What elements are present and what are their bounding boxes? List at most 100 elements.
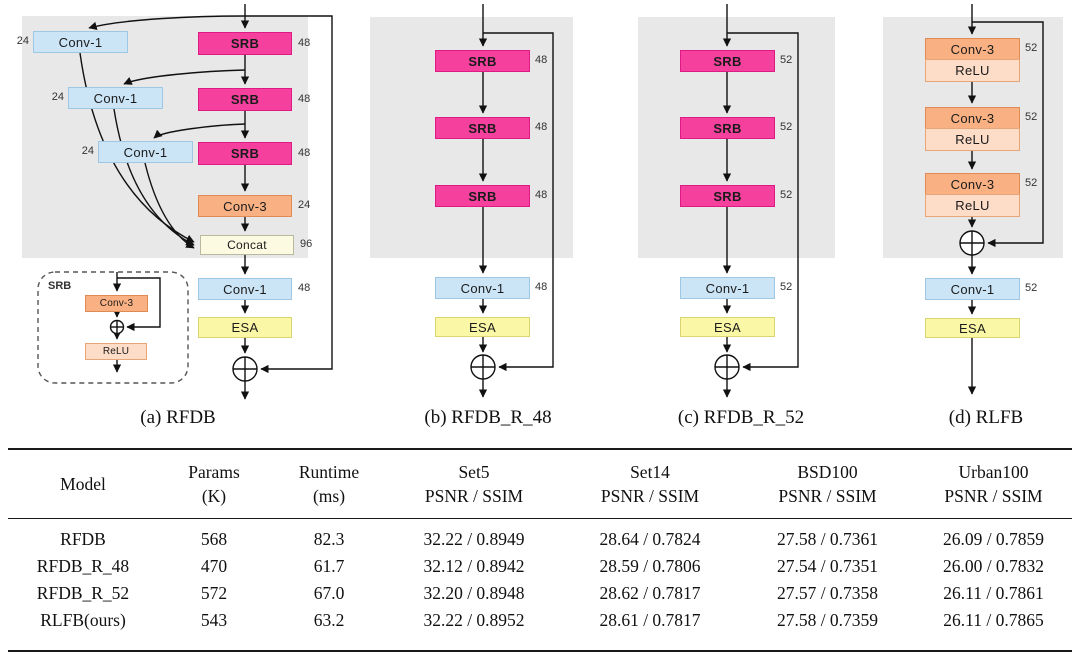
- cell-set14: 28.59 / 0.7806: [599, 556, 701, 576]
- conv1-block: Conv-1: [680, 277, 775, 299]
- header-text: PSNR / SSIM: [424, 485, 524, 506]
- channel-label: 52: [780, 121, 793, 133]
- conv1-block: Conv-1: [198, 278, 292, 300]
- channel-label: 52: [1025, 42, 1038, 54]
- cell-model: RFDB: [60, 529, 106, 549]
- add-operator-icon: [232, 356, 258, 382]
- channel-label: 52: [780, 189, 793, 201]
- table-row: RLFB(ours) 543 63.2 32.22 / 0.8952 28.61…: [8, 607, 1072, 651]
- header-text: Set14: [630, 461, 670, 482]
- channel-label: 48: [298, 282, 311, 294]
- conv1-block: Conv-1: [33, 31, 128, 53]
- wires-layer: [22, 4, 1063, 400]
- channel-label: 48: [298, 93, 311, 105]
- table-row: RFDB 568 82.3 32.22 / 0.8949 28.64 / 0.7…: [8, 519, 1072, 554]
- channel-label: 48: [298, 147, 311, 159]
- header-text: PSNR / SSIM: [944, 485, 1043, 506]
- conv1-block: Conv-1: [98, 141, 193, 163]
- panel-b-wires: [470, 4, 554, 398]
- channel-label: 48: [535, 189, 548, 201]
- cell-runtime: 82.3: [313, 529, 345, 549]
- channel-label: 52: [780, 281, 793, 293]
- conv3-block: Conv-3: [925, 107, 1020, 129]
- header-text: Params: [188, 461, 240, 482]
- header-text: Urban100: [958, 461, 1029, 482]
- srb-block: SRB: [198, 142, 292, 165]
- header-params: Params (K): [158, 449, 270, 519]
- cell-urban100: 26.11 / 0.7861: [943, 583, 1044, 603]
- panel-a-caption: (a) RFDB: [140, 407, 216, 428]
- cell-set14: 28.62 / 0.7817: [599, 583, 701, 603]
- panel-a-wires: [37, 4, 333, 400]
- cell-params: 543: [200, 610, 228, 630]
- add-operator-icon: [714, 354, 740, 380]
- cell-params: 470: [200, 556, 228, 576]
- cell-set14: 28.61 / 0.7817: [599, 610, 701, 630]
- relu-block: ReLU: [85, 343, 147, 360]
- channel-label: 52: [1025, 111, 1038, 123]
- cell-set5: 32.20 / 0.8948: [423, 583, 525, 603]
- cell-model: RFDB_R_48: [36, 556, 130, 576]
- cell-runtime: 67.0: [313, 583, 345, 603]
- srb-block: SRB: [435, 117, 530, 139]
- channel-label: 52: [1025, 177, 1038, 189]
- srb-block: SRB: [435, 185, 530, 207]
- conv1-block: Conv-1: [68, 87, 163, 109]
- header-text: Runtime: [298, 461, 360, 482]
- esa-block: ESA: [435, 317, 530, 337]
- cell-set14: 28.64 / 0.7824: [599, 529, 701, 549]
- channel-label: 24: [16, 35, 29, 47]
- srb-block: SRB: [680, 50, 775, 72]
- cell-urban100: 26.00 / 0.7832: [942, 556, 1045, 576]
- header-text: (K): [201, 485, 227, 506]
- panel-d-caption: (d) RLFB: [948, 407, 1024, 428]
- header-model: Model: [8, 449, 158, 519]
- srb-inset-outline: [37, 271, 189, 384]
- esa-block: ESA: [925, 318, 1020, 338]
- srb-block: SRB: [435, 50, 530, 72]
- cell-model: RFDB_R_52: [36, 583, 130, 603]
- srb-block: SRB: [198, 88, 292, 111]
- header-text: BSD100: [797, 461, 858, 482]
- panel-c-caption: (c) RFDB_R_52: [677, 407, 805, 428]
- channel-label: 24: [298, 199, 311, 211]
- panel-c-wires: [714, 4, 799, 398]
- relu-block: ReLU: [925, 128, 1020, 151]
- cell-set5: 32.22 / 0.8949: [423, 529, 525, 549]
- header-text: PSNR / SSIM: [778, 485, 877, 506]
- cell-bsd100: 27.57 / 0.7358: [776, 583, 879, 603]
- header-text: PSNR / SSIM: [600, 485, 700, 506]
- panel-d-wires: [959, 4, 1044, 395]
- add-operator-icon: [959, 230, 985, 256]
- conv1-block: Conv-1: [925, 278, 1020, 300]
- cell-bsd100: 27.58 / 0.7361: [776, 529, 879, 549]
- channel-label: 24: [51, 91, 64, 103]
- channel-label: 52: [780, 54, 793, 66]
- header-runtime: Runtime(ms): [270, 449, 388, 519]
- cell-runtime: 61.7: [313, 556, 345, 576]
- channel-label: 24: [81, 145, 94, 157]
- cell-urban100: 26.11 / 0.7865: [943, 610, 1044, 630]
- conv3-block: Conv-3: [925, 38, 1020, 60]
- channel-label: 48: [535, 54, 548, 66]
- cell-urban100: 26.09 / 0.7859: [942, 529, 1045, 549]
- table-row: RFDB_R_52 572 67.0 32.20 / 0.8948 28.62 …: [8, 580, 1072, 607]
- srb-block: SRB: [680, 185, 775, 207]
- channel-label: 48: [535, 121, 548, 133]
- esa-block: ESA: [198, 317, 292, 338]
- cell-set5: 32.12 / 0.8942: [423, 556, 525, 576]
- conv1-block: Conv-1: [435, 277, 530, 299]
- header-text: Model: [60, 473, 106, 494]
- concat-block: Concat: [200, 235, 294, 255]
- panel-b-caption: (b) RFDB_R_48: [424, 407, 552, 428]
- srb-block: SRB: [680, 117, 775, 139]
- cell-bsd100: 27.58 / 0.7359: [776, 610, 879, 630]
- cell-model: RLFB(ours): [40, 610, 126, 630]
